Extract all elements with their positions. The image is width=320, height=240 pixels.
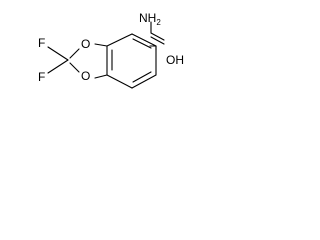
o-bottom-label: O	[81, 69, 90, 83]
f-top-label: F	[38, 36, 45, 50]
nh2-label: NH2	[139, 11, 161, 27]
ring-bond-2	[131, 33, 157, 47]
ring-bond-5	[106, 74, 133, 89]
c-f-top-bond	[47, 46, 69, 61]
ring-double-bond-b	[132, 71, 152, 83]
ring-bond-1	[106, 33, 133, 47]
f-bottom-label: F	[38, 70, 45, 84]
molecule-diagram: NH2 OH O O F F	[38, 11, 184, 89]
oh-label: OH	[166, 53, 184, 67]
c-oh-bond-2	[150, 36, 165, 45]
o-bottom-cf2-bond	[69, 62, 80, 73]
c-oh-bond-1	[150, 32, 165, 41]
o-top-ring-bond	[94, 43, 108, 47]
benzene-ring	[106, 33, 157, 89]
dioxole-ring	[69, 43, 108, 79]
o-bottom-ring-bond	[94, 74, 108, 79]
c-f-bottom-bond	[47, 59, 69, 74]
ring-bond-4	[131, 74, 157, 89]
o-top-label: O	[81, 37, 90, 51]
amide-group	[149, 21, 165, 51]
o-top-cf2-bond	[69, 48, 80, 59]
ring-double-bond-a	[132, 38, 152, 49]
nh2-subscript: 2	[156, 18, 161, 27]
